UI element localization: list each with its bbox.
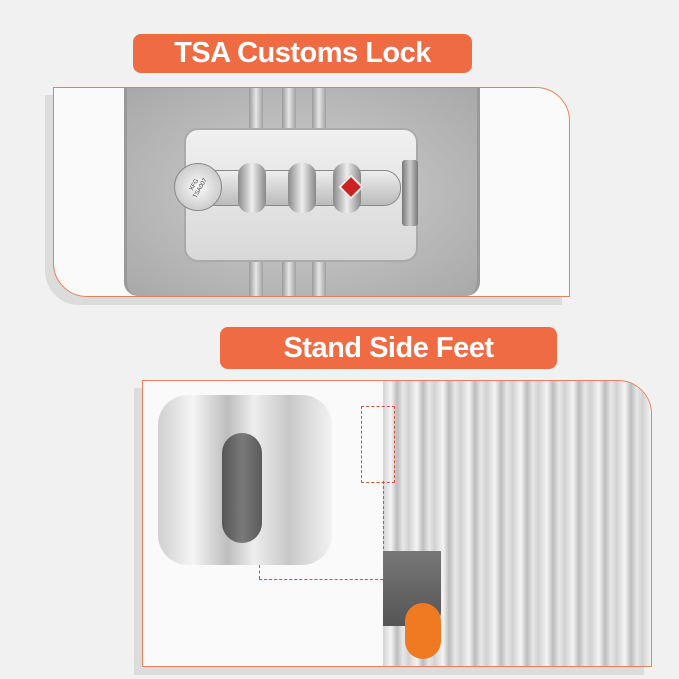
tsa-lock-photo: XFG TSA007 [53,87,570,297]
dial [288,163,316,213]
connector-line [259,579,383,580]
lock-engraving: XFG TSA007 [188,177,209,200]
wheel [405,603,441,659]
lock-hinge [402,160,418,226]
side-feet-title: Stand Side Feet [220,327,557,369]
tsa-lock-title: TSA Customs Lock [133,34,472,73]
combination-bar [199,163,401,213]
side-feet-photo [142,380,652,667]
connector-line [383,481,384,579]
foot-closeup [158,395,332,565]
dial [238,163,266,213]
side-foot [222,433,262,543]
highlight-box [361,406,395,483]
connector-line [259,565,260,579]
key-cylinder: XFG TSA007 [174,163,222,211]
